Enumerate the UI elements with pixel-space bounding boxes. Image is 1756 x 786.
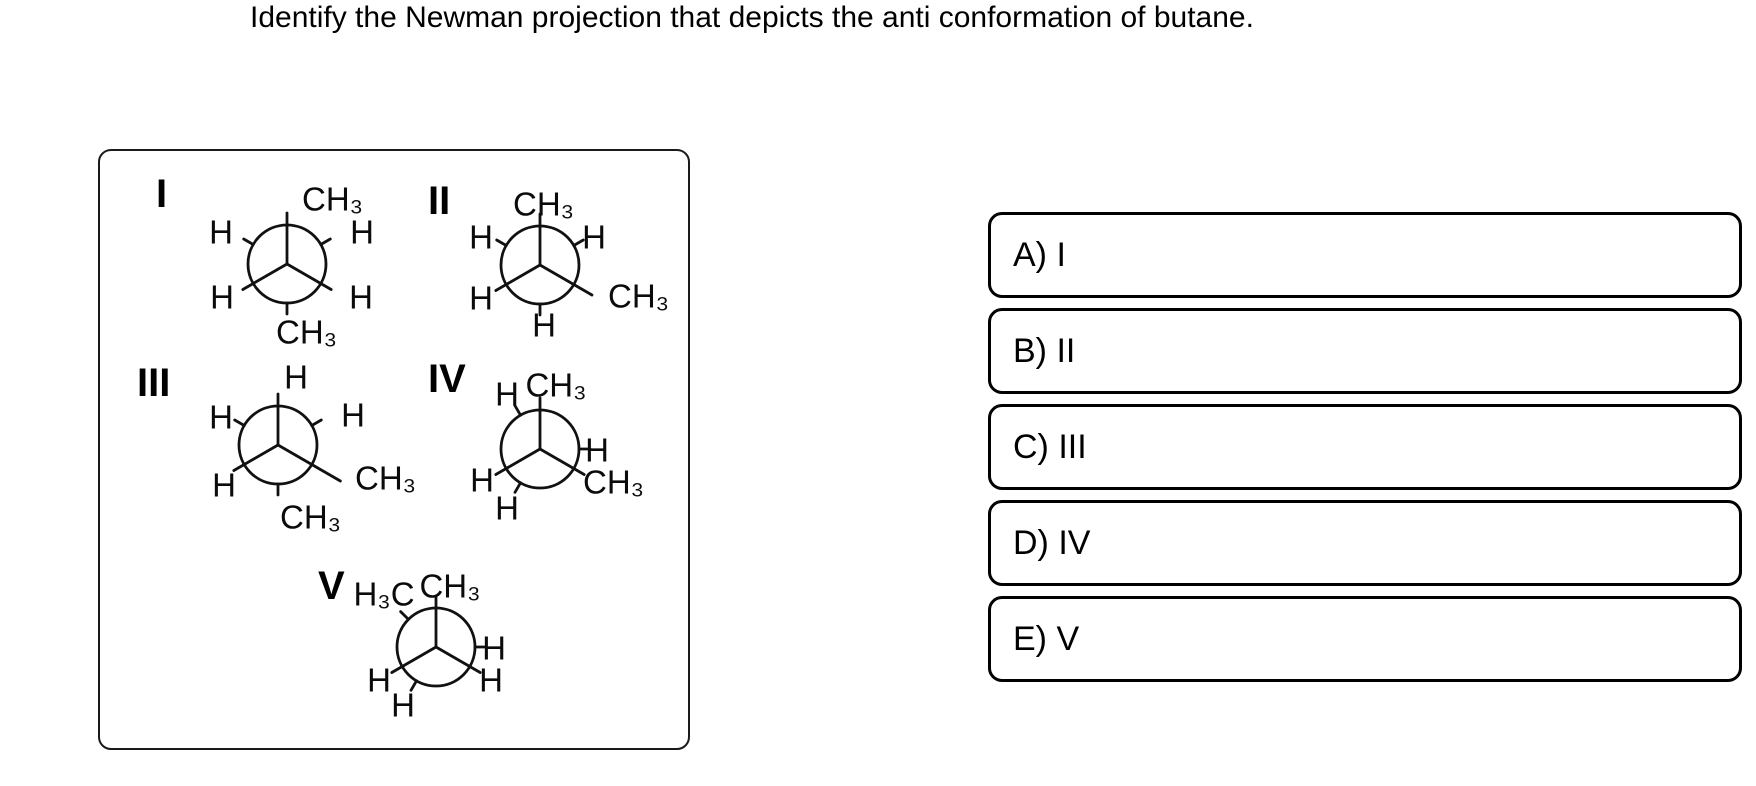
option-b-label: B) II (1013, 331, 1076, 370)
option-c-label: C) III (1013, 427, 1087, 466)
newman-figure-box (98, 149, 690, 750)
option-e[interactable]: E) V (988, 596, 1742, 682)
option-c[interactable]: C) III (988, 404, 1742, 490)
option-a-label: A) I (1013, 235, 1066, 274)
option-a[interactable]: A) I (988, 212, 1742, 298)
option-d-label: D) IV (1013, 523, 1091, 562)
option-d[interactable]: D) IV (988, 500, 1742, 586)
option-b[interactable]: B) II (988, 308, 1742, 394)
question-title: Identify the Newman projection that depi… (250, 1, 1254, 34)
option-e-label: E) V (1013, 619, 1080, 658)
